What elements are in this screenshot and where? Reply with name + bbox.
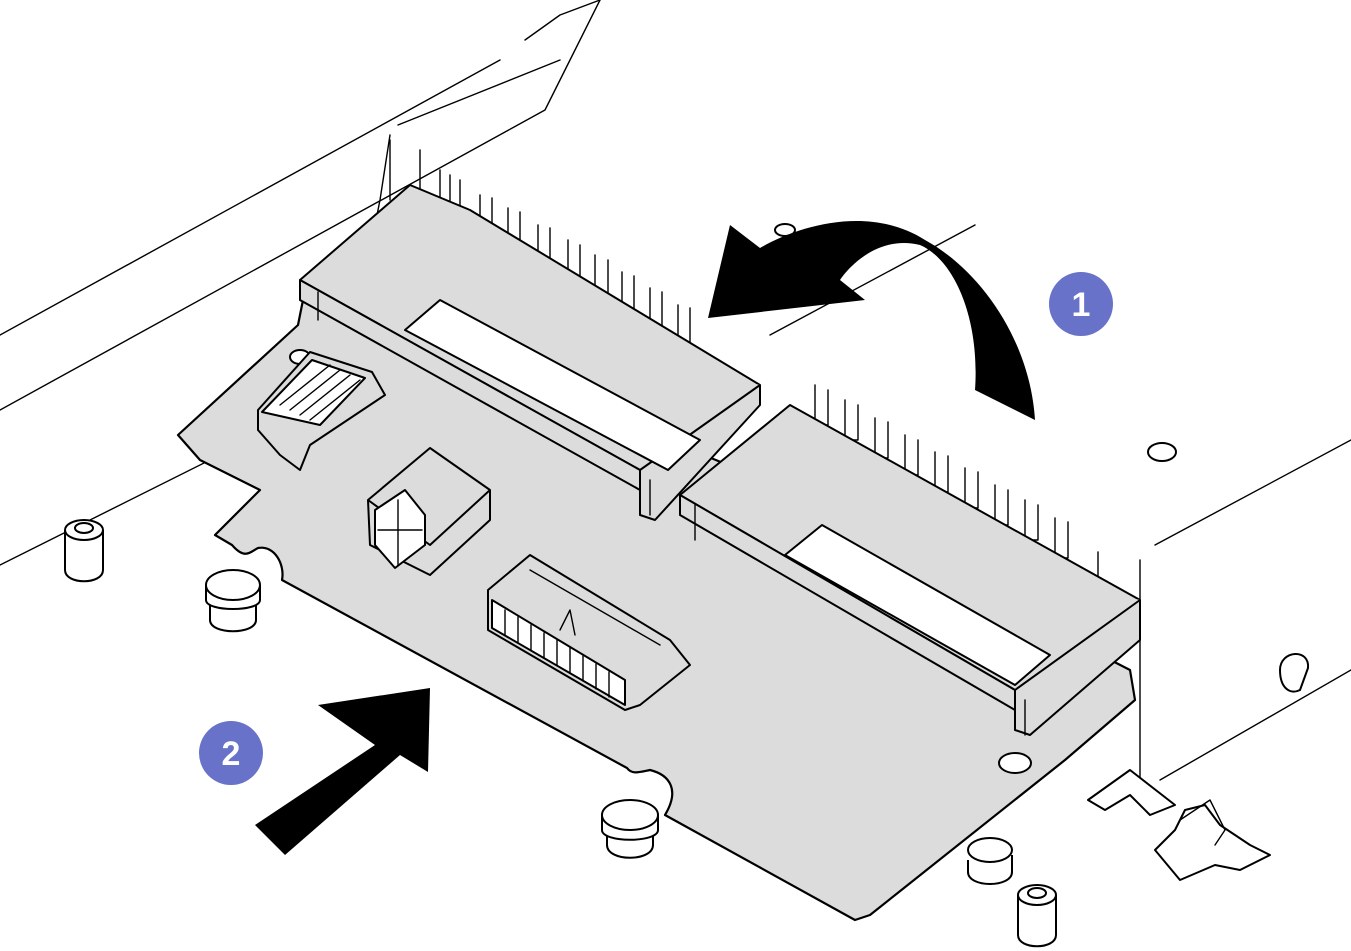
interposer-board	[176, 288, 1137, 922]
standoff	[1017, 884, 1057, 948]
straight-arrow-icon	[255, 688, 430, 855]
standoff	[601, 799, 659, 859]
standoff	[64, 519, 104, 583]
power-connector-2x10	[487, 554, 691, 711]
callout-1: 1	[1049, 272, 1113, 336]
chassis-tab	[1279, 653, 1310, 693]
curved-arrow-icon	[708, 221, 1035, 420]
board-mounting-hole	[998, 752, 1032, 774]
signal-connector	[257, 351, 386, 471]
chassis-hole	[1147, 442, 1177, 462]
standoff	[967, 837, 1013, 885]
standoffs	[64, 519, 1057, 948]
riser-slot-connector	[679, 404, 1141, 736]
standoff	[205, 569, 261, 633]
callout-2-label: 2	[222, 735, 241, 773]
riser-slot-connector	[299, 184, 761, 521]
chassis-holes	[774, 223, 1310, 693]
callout-1-label: 1	[1072, 286, 1091, 324]
callout-2: 2	[199, 721, 263, 785]
power-connector-2x2	[367, 447, 491, 576]
chassis-clip	[1087, 769, 1271, 881]
